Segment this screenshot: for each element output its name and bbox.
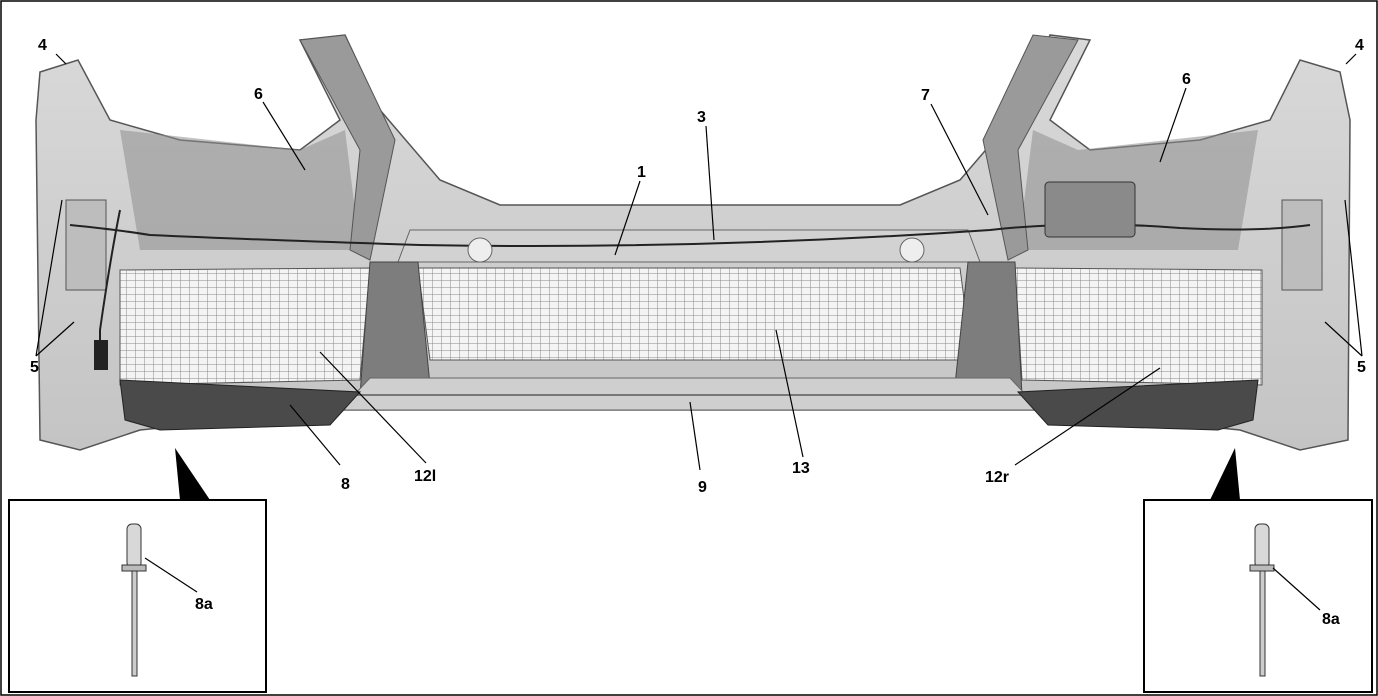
callout-7: 7 [921, 87, 930, 104]
inset-pointer-right [1210, 448, 1240, 500]
callout-labels: 4 4 6 6 7 3 1 5 5 8 12l 9 13 12r 8a 8a [30, 37, 1366, 628]
callout-8: 8 [341, 476, 350, 493]
callout-13: 13 [792, 460, 810, 477]
callout-6-left: 6 [254, 86, 263, 103]
callout-1: 1 [637, 164, 646, 181]
callout-8a-left: 8a [195, 596, 213, 613]
callout-12l: 12l [414, 468, 436, 485]
callout-8a-right: 8a [1322, 611, 1340, 628]
callout-4-right: 4 [1355, 37, 1364, 54]
callout-6-right: 6 [1182, 71, 1191, 88]
callout-5-left: 5 [30, 359, 39, 376]
callout-9: 9 [698, 479, 707, 496]
callout-12r: 12r [985, 469, 1009, 486]
rivet-right [1249, 523, 1275, 677]
callout-3: 3 [697, 109, 706, 126]
rivet-left [121, 523, 147, 677]
callout-5-right: 5 [1357, 359, 1366, 376]
callout-4-left: 4 [38, 37, 47, 54]
inset-pointer-left [175, 448, 210, 500]
leader-lines [35, 53, 1363, 471]
bumper-cover [35, 34, 1351, 451]
